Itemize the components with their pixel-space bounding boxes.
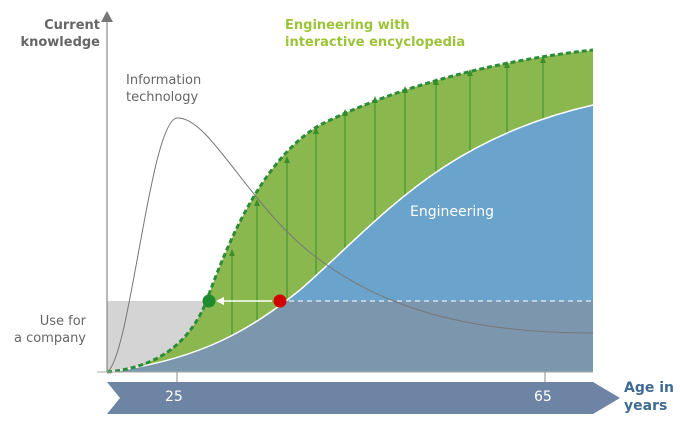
- x-axis-label-line: years: [624, 398, 668, 414]
- x-axis-label-line: Age in: [624, 380, 674, 396]
- red-marker: [273, 294, 287, 308]
- x-tick-label-25: 25: [165, 389, 183, 405]
- y-axis-label-line: knowledge: [20, 35, 100, 50]
- information-technology-curve: [106, 117, 594, 373]
- green-marker: [202, 294, 216, 308]
- y-axis-label-line: Current: [44, 18, 100, 33]
- use-for-company-label: Use for a company: [0, 313, 86, 347]
- shift-arrow-head: [216, 297, 224, 305]
- use-label-line: Use for: [39, 314, 86, 329]
- eng-int-label-line: Engineering with: [285, 18, 410, 33]
- use-label-line: a company: [13, 331, 86, 346]
- it-label-line: technology: [126, 90, 199, 105]
- y-axis-arrow-icon: [101, 11, 113, 22]
- slate-area: [107, 301, 593, 372]
- information-technology-label: Information technology: [126, 72, 201, 106]
- eng-int-label-line: interactive encyclopedia: [285, 35, 466, 50]
- x-axis-label: Age in years: [624, 379, 674, 415]
- y-axis-label: Current knowledge: [10, 17, 100, 51]
- age-band: [107, 382, 620, 414]
- engineering-label: Engineering: [410, 204, 494, 220]
- x-tick-label-65: 65: [534, 389, 552, 405]
- engineering-interactive-curve: [106, 48, 594, 374]
- engineering-curve: [106, 104, 594, 373]
- it-label-line: Information: [126, 73, 202, 88]
- engineering-interactive-label: Engineering with interactive encyclopedi…: [285, 17, 465, 51]
